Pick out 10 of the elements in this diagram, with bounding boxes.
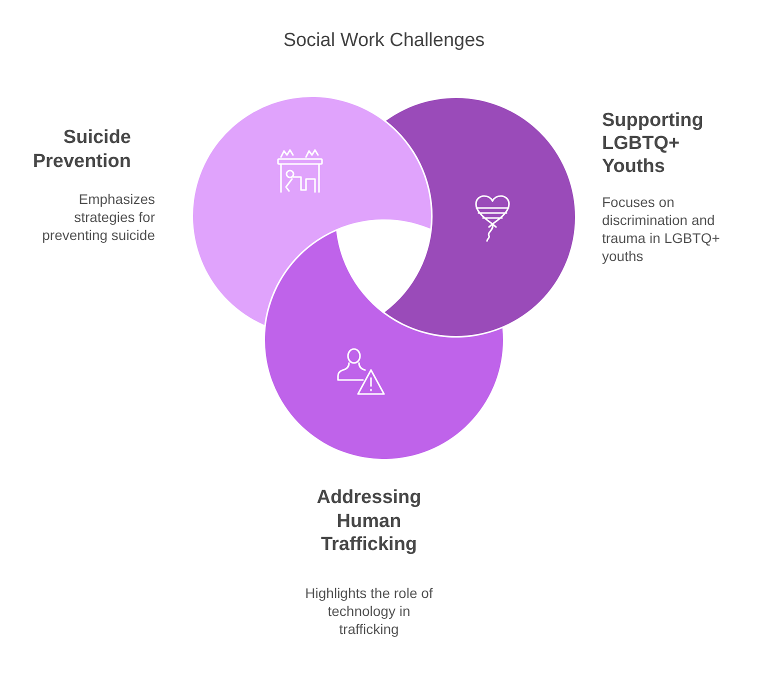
crescent-segment xyxy=(265,231,503,459)
crescent-segment xyxy=(193,97,431,326)
crescent-segment xyxy=(384,98,575,336)
description: Emphasizes strategies for preventing suicide xyxy=(41,190,155,244)
heading: Suicide Prevention xyxy=(32,126,131,174)
heading: Supporting LGBTQ+ Youths xyxy=(602,109,704,178)
description: Focuses on discrimination and trauma in LGBTQ+ youths xyxy=(602,193,721,265)
title: Social Work Challenges xyxy=(283,30,485,52)
heading: Addressing Human Trafficking xyxy=(316,486,422,556)
description: Highlights the role of technology in trafficking xyxy=(304,584,434,638)
